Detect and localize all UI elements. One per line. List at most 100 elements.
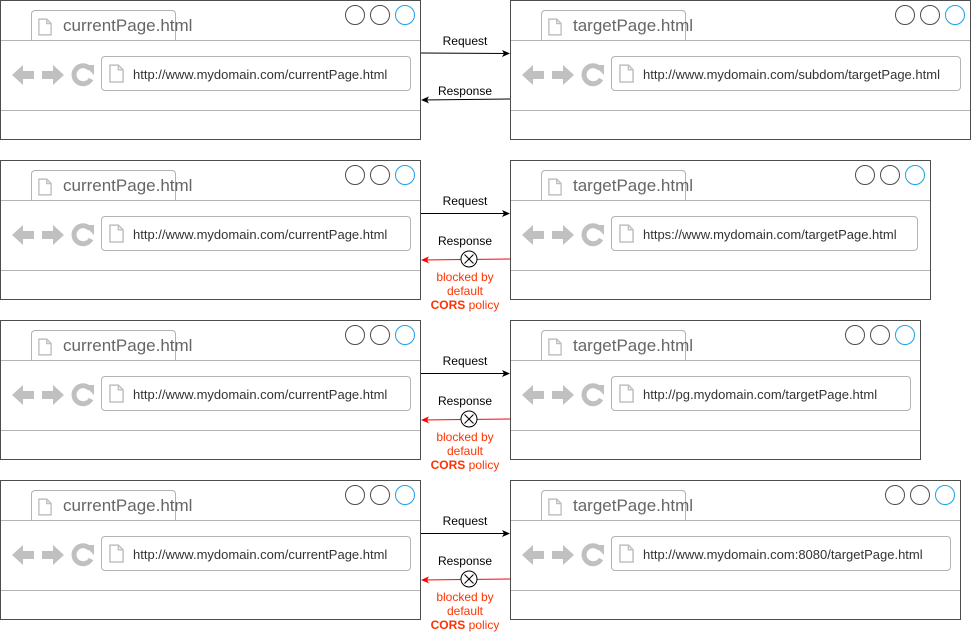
reload-icon[interactable] — [71, 543, 94, 567]
window-control-button[interactable] — [370, 165, 390, 185]
forward-arrow-icon[interactable] — [42, 545, 64, 565]
response-arrow — [421, 96, 511, 104]
request-label: Request — [442, 34, 488, 48]
reload-icon[interactable] — [581, 383, 604, 407]
browser-tab[interactable]: targetPage.html — [541, 170, 693, 201]
window-control-button-active[interactable] — [895, 325, 915, 345]
page-icon — [109, 384, 124, 408]
blocked-note: blocked by default CORS policy — [420, 430, 510, 472]
right-browser-window: targetPage.html http://www.mydomain — [510, 0, 971, 140]
left-browser-window: currentPage.html http://www.mydomai — [0, 320, 421, 460]
window-control-button[interactable] — [920, 5, 940, 25]
browser-tab[interactable]: currentPage.html — [31, 490, 192, 521]
toolbar-divider — [1, 270, 420, 271]
right-browser-window: targetPage.html http://www.mydomain — [510, 480, 961, 620]
address-bar[interactable]: https://www.mydomain.com/targetPage.html — [611, 216, 918, 251]
browser-tab[interactable]: currentPage.html — [31, 330, 192, 361]
response-label: Response — [437, 84, 493, 98]
window-control-button[interactable] — [370, 5, 390, 25]
blocked-line-3: CORS policy — [420, 618, 510, 632]
tab-title: currentPage.html — [63, 336, 193, 355]
window-control-button-active[interactable] — [395, 325, 415, 345]
window-control-button-active[interactable] — [905, 165, 925, 185]
reload-icon[interactable] — [71, 223, 94, 247]
window-control-button[interactable] — [870, 325, 890, 345]
left-browser-window: currentPage.html http://www.mydomai — [0, 160, 421, 300]
address-bar[interactable]: http://www.mydomain.com/currentPage.html — [101, 536, 411, 571]
address-bar-url: http://www.mydomain.com/currentPage.html — [133, 227, 388, 242]
back-arrow-icon[interactable] — [522, 545, 544, 565]
forward-arrow-icon[interactable] — [552, 65, 574, 85]
forward-arrow-icon[interactable] — [42, 225, 64, 245]
navigation-buttons — [11, 542, 95, 573]
page-icon — [38, 178, 52, 201]
window-control-button[interactable] — [370, 485, 390, 505]
page-icon — [38, 498, 52, 521]
address-bar[interactable]: http://pg.mydomain.com/targetPage.html — [611, 376, 911, 411]
reload-icon[interactable] — [581, 63, 604, 87]
reload-icon[interactable] — [71, 383, 94, 407]
right-browser-window: targetPage.html https://www.mydomai — [510, 160, 931, 300]
browser-tab[interactable]: targetPage.html — [541, 330, 693, 361]
window-control-button[interactable] — [845, 325, 865, 345]
page-icon — [619, 64, 634, 88]
window-control-button[interactable] — [910, 485, 930, 505]
forward-arrow-icon[interactable] — [42, 385, 64, 405]
window-control-button[interactable] — [885, 485, 905, 505]
toolbar-divider — [511, 590, 960, 591]
forward-arrow-icon[interactable] — [42, 65, 64, 85]
window-control-button-active[interactable] — [395, 5, 415, 25]
browser-tab[interactable]: targetPage.html — [541, 490, 693, 521]
tab-bar-divider — [1, 40, 420, 41]
back-arrow-icon[interactable] — [522, 225, 544, 245]
blocked-line-1: blocked by — [436, 590, 494, 604]
navigation-buttons — [521, 222, 605, 253]
window-control-button[interactable] — [855, 165, 875, 185]
back-arrow-icon[interactable] — [12, 65, 34, 85]
window-control-button[interactable] — [345, 165, 365, 185]
browser-tab[interactable]: currentPage.html — [31, 170, 192, 201]
back-arrow-icon[interactable] — [12, 225, 34, 245]
window-control-button[interactable] — [345, 325, 365, 345]
reload-icon[interactable] — [71, 63, 94, 87]
reload-icon[interactable] — [581, 223, 604, 247]
window-control-button[interactable] — [345, 5, 365, 25]
back-arrow-icon[interactable] — [12, 545, 34, 565]
back-arrow-icon[interactable] — [522, 385, 544, 405]
address-bar[interactable]: http://www.mydomain.com/subdom/targetPag… — [611, 56, 961, 91]
window-control-button[interactable] — [880, 165, 900, 185]
tab-bar-divider — [1, 520, 420, 521]
window-control-button-active[interactable] — [395, 485, 415, 505]
window-control-button[interactable] — [345, 485, 365, 505]
window-control-button[interactable] — [895, 5, 915, 25]
tab-title: targetPage.html — [573, 336, 694, 355]
blocked-x-icon — [460, 250, 478, 268]
address-bar[interactable]: http://www.mydomain.com/currentPage.html — [101, 216, 411, 251]
forward-arrow-icon[interactable] — [552, 225, 574, 245]
window-control-button[interactable] — [370, 325, 390, 345]
address-bar[interactable]: http://www.mydomain.com/currentPage.html — [101, 376, 411, 411]
back-arrow-icon[interactable] — [522, 65, 544, 85]
browser-tab[interactable]: targetPage.html — [541, 10, 693, 41]
address-bar-url: http://www.mydomain.com/subdom/targetPag… — [643, 67, 940, 82]
address-bar[interactable]: http://www.mydomain.com:8080/targetPage.… — [611, 536, 951, 571]
window-control-button-active[interactable] — [395, 165, 415, 185]
forward-arrow-icon[interactable] — [552, 545, 574, 565]
blocked-x-icon — [460, 570, 478, 588]
forward-arrow-icon[interactable] — [552, 385, 574, 405]
navigation-buttons — [11, 382, 95, 413]
blocked-line-2: default — [446, 604, 484, 618]
page-icon — [109, 544, 124, 568]
address-bar[interactable]: http://www.mydomain.com/currentPage.html — [101, 56, 411, 91]
toolbar-divider — [1, 430, 420, 431]
reload-icon[interactable] — [581, 543, 604, 567]
back-arrow-icon[interactable] — [12, 385, 34, 405]
window-control-button-active[interactable] — [945, 5, 965, 25]
window-control-button-active[interactable] — [935, 485, 955, 505]
toolbar-divider — [511, 430, 920, 431]
cors-keyword: CORS — [430, 618, 466, 632]
request-label: Request — [442, 194, 488, 208]
tab-title: targetPage.html — [573, 176, 694, 195]
browser-tab[interactable]: currentPage.html — [31, 10, 192, 41]
